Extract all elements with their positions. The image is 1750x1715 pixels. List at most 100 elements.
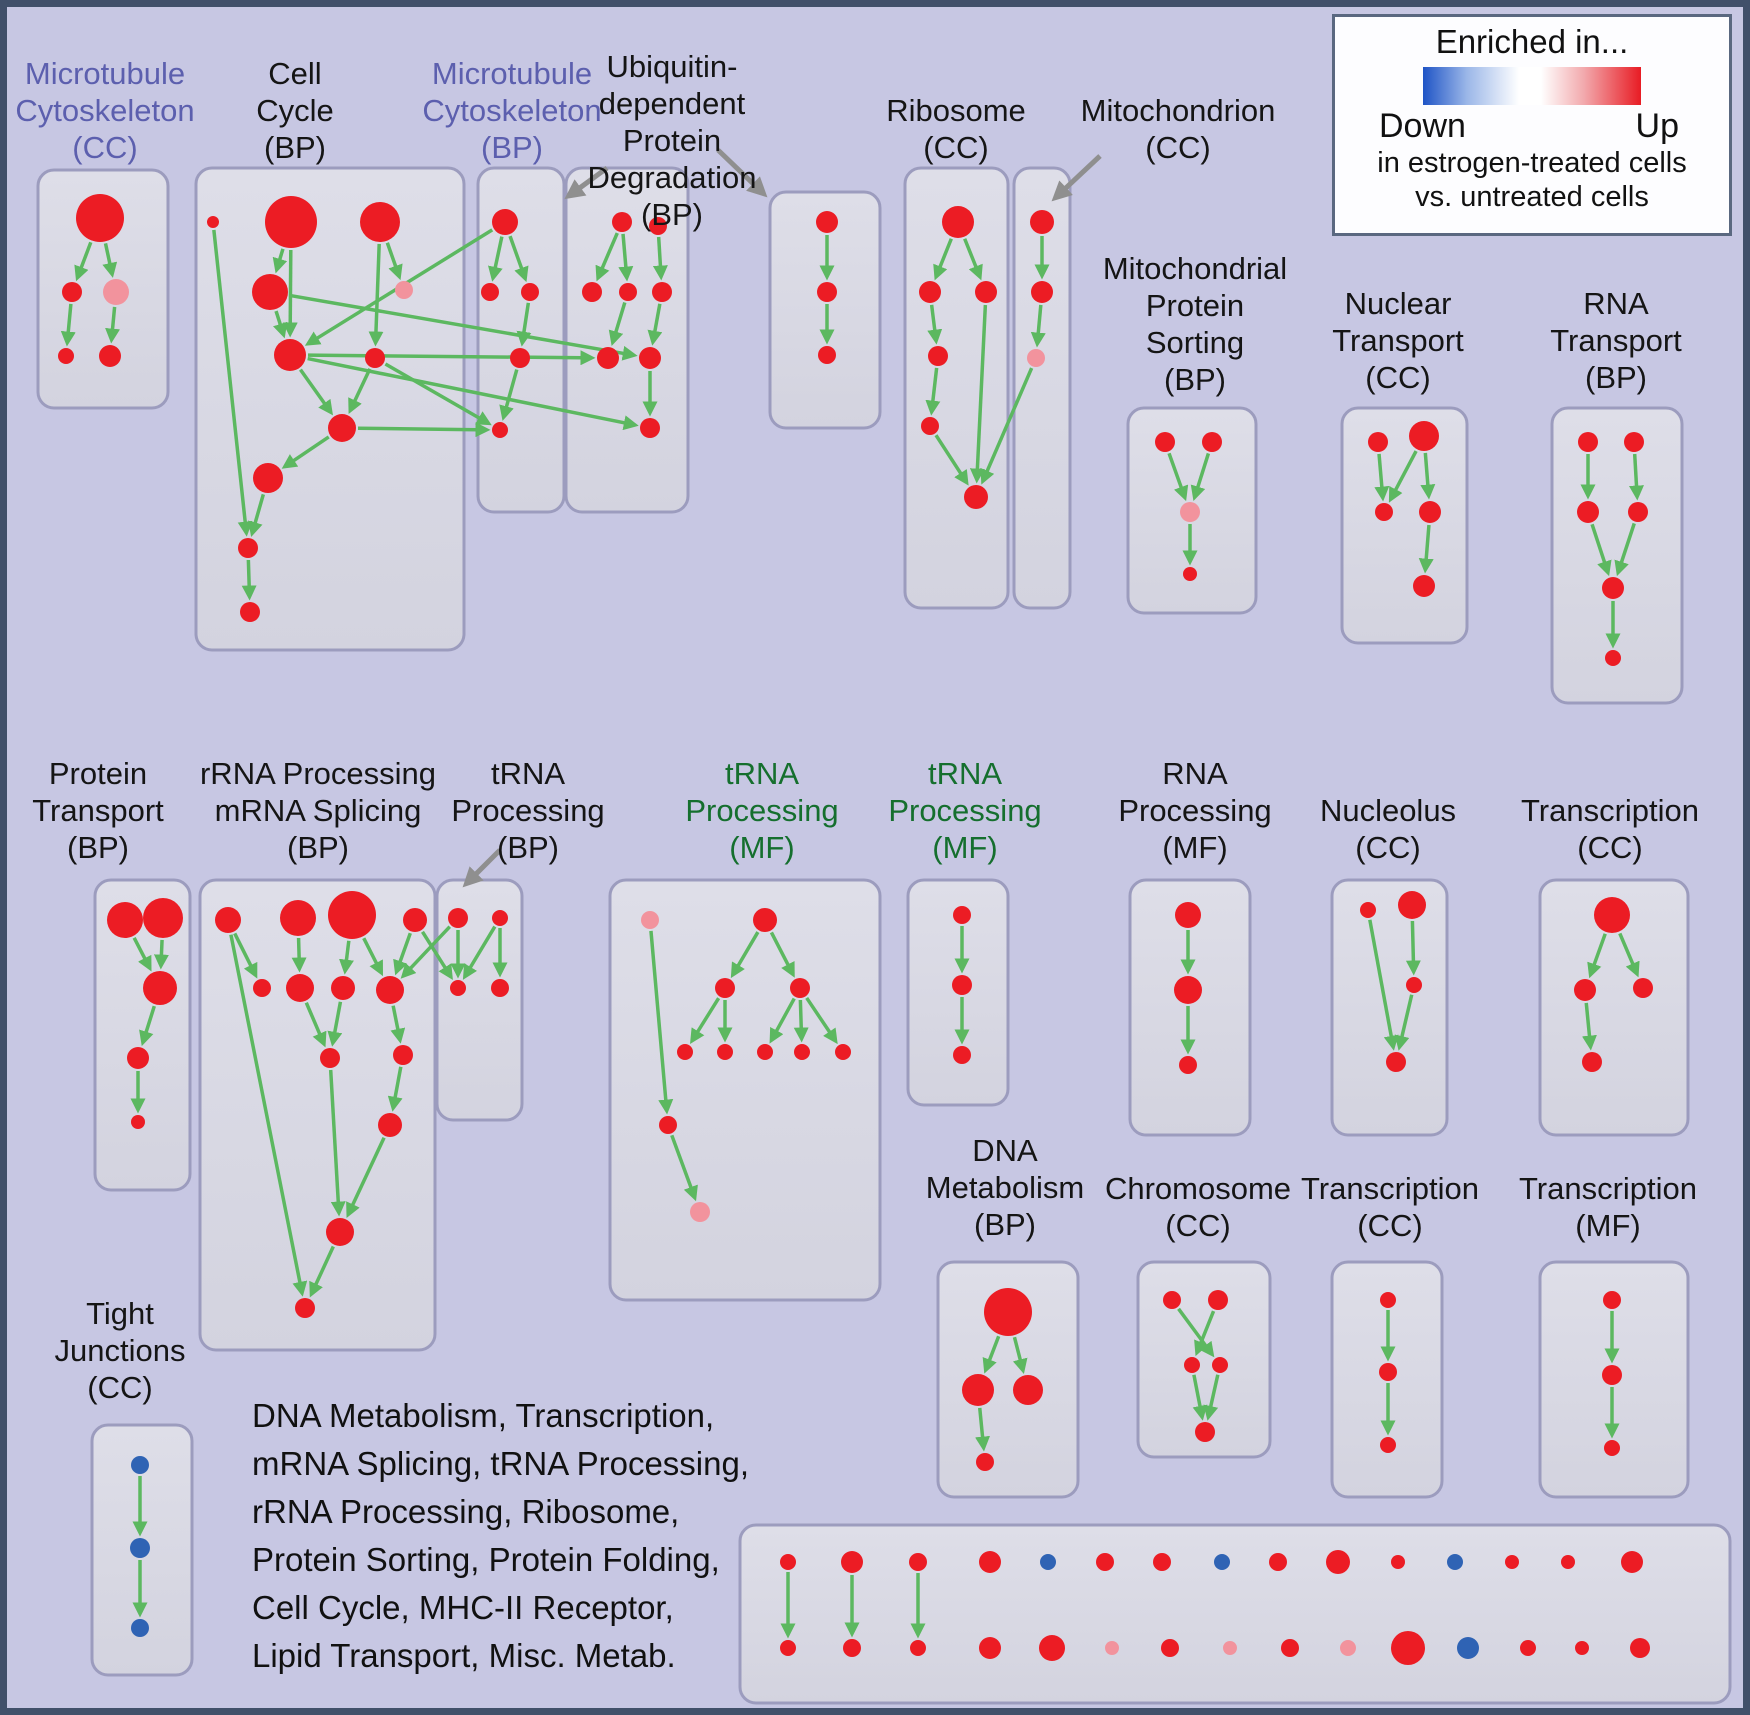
go-node bbox=[131, 1619, 149, 1637]
go-node bbox=[1621, 1551, 1643, 1573]
go-node bbox=[376, 976, 404, 1004]
go-node bbox=[979, 1637, 1001, 1659]
go-node bbox=[1183, 567, 1197, 581]
cluster-box-rna-processing-mf bbox=[1128, 878, 1252, 1137]
go-node bbox=[1380, 1437, 1396, 1453]
edge bbox=[647, 303, 663, 346]
edge bbox=[969, 304, 988, 484]
edge bbox=[390, 1005, 406, 1044]
go-node bbox=[1153, 1553, 1171, 1571]
edge bbox=[387, 1066, 403, 1112]
edge bbox=[933, 238, 953, 281]
go-node bbox=[1574, 979, 1596, 1001]
go-node bbox=[816, 211, 838, 233]
go-node bbox=[1380, 1292, 1396, 1308]
edge bbox=[963, 238, 983, 281]
go-node bbox=[1633, 978, 1653, 998]
go-node bbox=[1223, 1641, 1237, 1655]
edge bbox=[74, 241, 93, 282]
go-node bbox=[953, 906, 971, 924]
go-node bbox=[715, 978, 735, 998]
go-node bbox=[640, 418, 660, 438]
go-node bbox=[1155, 432, 1175, 452]
go-node bbox=[448, 908, 468, 928]
edge bbox=[368, 243, 384, 347]
edge bbox=[670, 1134, 698, 1202]
go-node bbox=[962, 1374, 994, 1406]
cluster-box-dna-metabolism-bp bbox=[936, 1260, 1080, 1499]
edge bbox=[1190, 452, 1211, 502]
go-node bbox=[103, 279, 129, 305]
go-node bbox=[909, 1553, 927, 1571]
go-node bbox=[365, 348, 385, 368]
go-node bbox=[215, 907, 241, 933]
go-node bbox=[1602, 1365, 1622, 1385]
go-node bbox=[1030, 210, 1054, 234]
edge bbox=[1167, 452, 1189, 502]
go-node bbox=[717, 1044, 733, 1060]
go-node bbox=[76, 194, 124, 242]
go-node bbox=[326, 1218, 354, 1246]
misc-note-line: Cell Cycle, MHC-II Receptor, bbox=[252, 1589, 674, 1626]
go-node bbox=[253, 979, 271, 997]
go-node bbox=[143, 971, 177, 1005]
go-node bbox=[690, 1202, 710, 1222]
go-node bbox=[984, 1288, 1032, 1336]
legend: Enriched in... Down Up in estrogen-treat… bbox=[1332, 14, 1732, 236]
go-node bbox=[58, 348, 74, 364]
go-node bbox=[1195, 1422, 1215, 1442]
edge bbox=[934, 434, 969, 486]
go-node bbox=[1179, 1056, 1197, 1074]
label-pointer-arrow-ubiquitin-degradation-b bbox=[716, 148, 768, 198]
go-node bbox=[1603, 1291, 1621, 1309]
go-node bbox=[1031, 281, 1053, 303]
edge bbox=[153, 939, 169, 970]
edge bbox=[139, 1005, 156, 1047]
go-node bbox=[395, 281, 413, 299]
legend-scale-labels: Down Up bbox=[1335, 107, 1729, 146]
go-node bbox=[107, 902, 143, 938]
misc-note-line: Lipid Transport, Misc. Metab. bbox=[252, 1637, 676, 1674]
go-node bbox=[757, 1044, 773, 1060]
edge bbox=[462, 925, 497, 980]
go-node bbox=[253, 463, 283, 493]
go-node bbox=[794, 1044, 810, 1060]
cluster-box-cell-cycle bbox=[194, 166, 466, 652]
go-node bbox=[1457, 1637, 1479, 1659]
edge bbox=[60, 303, 76, 347]
misc-note-line: Protein Sorting, Protein Folding, bbox=[252, 1541, 720, 1578]
go-node bbox=[1419, 501, 1441, 523]
go-node bbox=[964, 485, 988, 509]
edge bbox=[132, 936, 152, 972]
go-node bbox=[240, 602, 260, 622]
go-node bbox=[841, 1551, 863, 1573]
edge bbox=[229, 934, 308, 1297]
go-node bbox=[1163, 1291, 1181, 1309]
edge bbox=[1629, 453, 1644, 501]
misc-cluster-note: DNA Metabolism, Transcription,mRNA Splic… bbox=[252, 1392, 749, 1680]
cross-edge bbox=[980, 367, 1034, 485]
go-node bbox=[328, 891, 376, 939]
edge bbox=[327, 1001, 343, 1047]
edge bbox=[291, 937, 307, 973]
go-node bbox=[921, 417, 939, 435]
go-node bbox=[1340, 1640, 1356, 1656]
cross-edge bbox=[289, 293, 638, 361]
go-node bbox=[1505, 1555, 1519, 1569]
go-node bbox=[1368, 432, 1388, 452]
edge bbox=[1203, 1374, 1220, 1421]
edge bbox=[1374, 453, 1390, 502]
edge bbox=[793, 999, 809, 1043]
go-node bbox=[481, 283, 499, 301]
go-node bbox=[1630, 1638, 1650, 1658]
go-node bbox=[910, 1640, 926, 1656]
go-node bbox=[1604, 1440, 1620, 1456]
go-node bbox=[1375, 503, 1393, 521]
go-node bbox=[393, 1045, 413, 1065]
go-node bbox=[1413, 575, 1435, 597]
go-node bbox=[378, 1113, 402, 1137]
go-node bbox=[928, 346, 948, 366]
go-node bbox=[619, 283, 637, 301]
edge bbox=[652, 236, 668, 281]
